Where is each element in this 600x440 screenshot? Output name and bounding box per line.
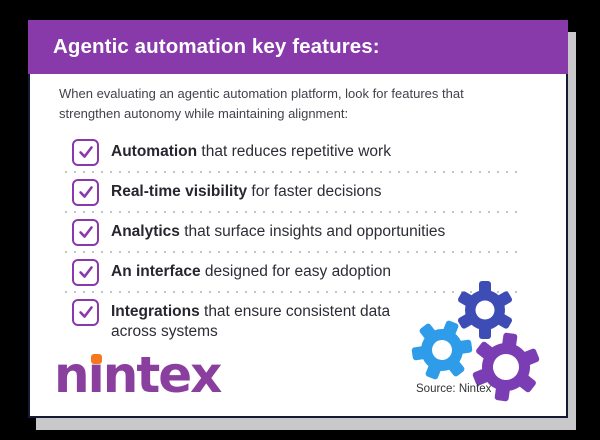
- check-mark-icon: [78, 146, 93, 158]
- item-text: Integrations that ensure consistent data…: [111, 302, 390, 342]
- checklist-item: Integrations that ensure consistent data…: [30, 293, 566, 347]
- checked-checkbox-icon: [72, 218, 99, 246]
- logo-letters: ntex: [102, 346, 223, 404]
- item-text: Analytics that surface insights and oppo…: [111, 222, 445, 242]
- checklist-item: Automation that reduces repetitive work: [30, 133, 566, 171]
- item-bold: Automation: [111, 142, 198, 160]
- item-bold: Integrations: [111, 302, 200, 320]
- item-text: An interface designed for easy adoption: [111, 262, 391, 282]
- item-rest: designed for easy adoption: [200, 262, 392, 280]
- checklist-item: An interface designed for easy adoption: [30, 253, 566, 291]
- item-text: Real-time visibility for faster decision…: [111, 182, 382, 202]
- source-label: Source: Nintex: [416, 383, 492, 395]
- logo-orange-dot-icon: [91, 354, 102, 364]
- item-bold: Analytics: [111, 222, 180, 240]
- item-rest: that ensure consistent data across syste…: [111, 302, 391, 340]
- checked-checkbox-icon: [72, 138, 99, 166]
- checklist-item: Real-time visibility for faster decision…: [30, 173, 566, 211]
- item-bold: An interface: [111, 262, 201, 280]
- item-rest: that surface insights and opportunities: [179, 222, 446, 240]
- check-mark-icon: [78, 186, 93, 198]
- item-text: Automation that reduces repetitive work: [111, 142, 391, 162]
- checked-checkbox-icon: [72, 298, 99, 326]
- card-header: Agentic automation key features:: [28, 20, 568, 74]
- item-rest: for faster decisions: [247, 182, 382, 200]
- checked-checkbox-icon: [72, 258, 99, 286]
- dotted-separator: [65, 251, 523, 253]
- page-title: Agentic automation key features:: [53, 35, 380, 58]
- checklist-item: Analytics that surface insights and oppo…: [30, 213, 566, 251]
- check-mark-icon: [78, 266, 93, 278]
- checked-checkbox-icon: [72, 178, 99, 206]
- check-mark-icon: [78, 306, 93, 318]
- checklist: Automation that reduces repetitive work …: [30, 133, 566, 347]
- check-mark-icon: [78, 226, 93, 238]
- item-bold: Real-time visibility: [111, 182, 248, 200]
- logo-letter: n: [54, 346, 90, 404]
- item-rest: that reduces repetitive work: [197, 142, 391, 160]
- nintex-logo: nıntex: [54, 350, 222, 400]
- dotted-separator: [65, 291, 523, 293]
- infographic-card: Agentic automation key features: When ev…: [28, 20, 568, 418]
- dotted-separator: [65, 211, 523, 213]
- dotted-separator: [65, 171, 523, 173]
- intro-text: When evaluating an agentic automation pl…: [59, 86, 464, 121]
